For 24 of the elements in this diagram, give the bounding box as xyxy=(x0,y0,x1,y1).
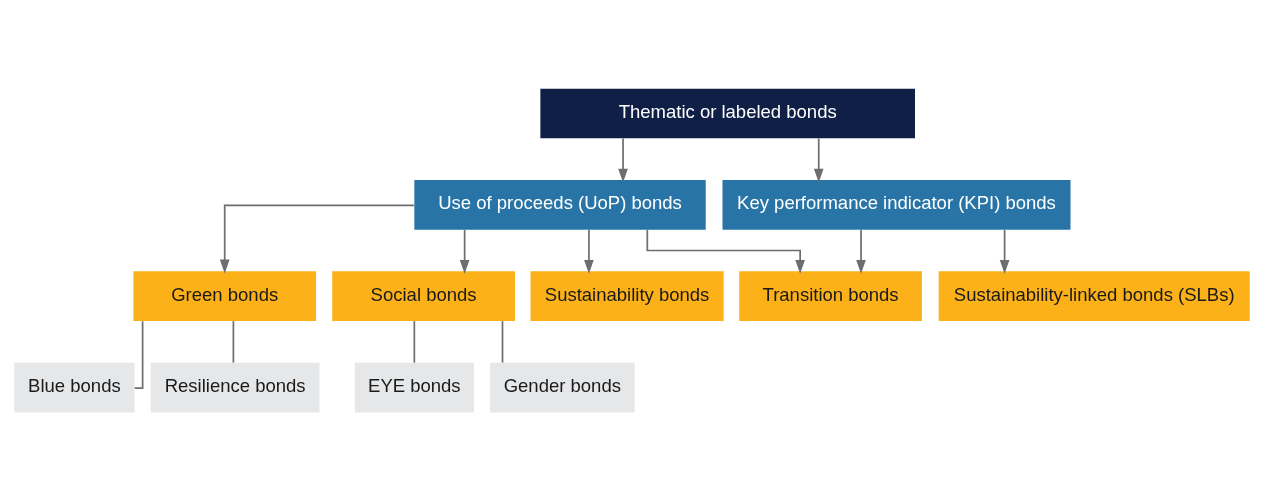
node-box: Sustainability bonds xyxy=(530,270,724,321)
connector xyxy=(413,319,416,363)
connector xyxy=(232,319,235,363)
node-box: Sustainability-linked bonds (SLBs) xyxy=(938,270,1250,321)
connector xyxy=(501,319,504,363)
node-box: Key performance indicator (KPI) bonds xyxy=(722,179,1071,230)
node-box: Thematic or labeled bonds xyxy=(540,88,915,138)
node-box: Gender bonds xyxy=(490,362,635,412)
node-box: Green bonds xyxy=(133,270,317,321)
node-box: Transition bonds xyxy=(739,270,922,321)
node-box: Blue bonds xyxy=(14,362,135,412)
arrow xyxy=(459,228,470,274)
arrow xyxy=(646,228,805,274)
node-box: EYE bonds xyxy=(354,362,474,412)
node-box: Use of proceeds (UoP) bonds xyxy=(414,179,706,230)
arrow xyxy=(999,228,1010,274)
arrow xyxy=(813,137,824,182)
node-box: Resilience bonds xyxy=(150,362,320,412)
connector xyxy=(133,319,144,389)
arrow xyxy=(584,228,594,274)
arrow xyxy=(219,204,415,273)
arrow xyxy=(856,228,866,274)
node-box: Social bonds xyxy=(332,270,515,321)
arrow xyxy=(618,137,628,183)
